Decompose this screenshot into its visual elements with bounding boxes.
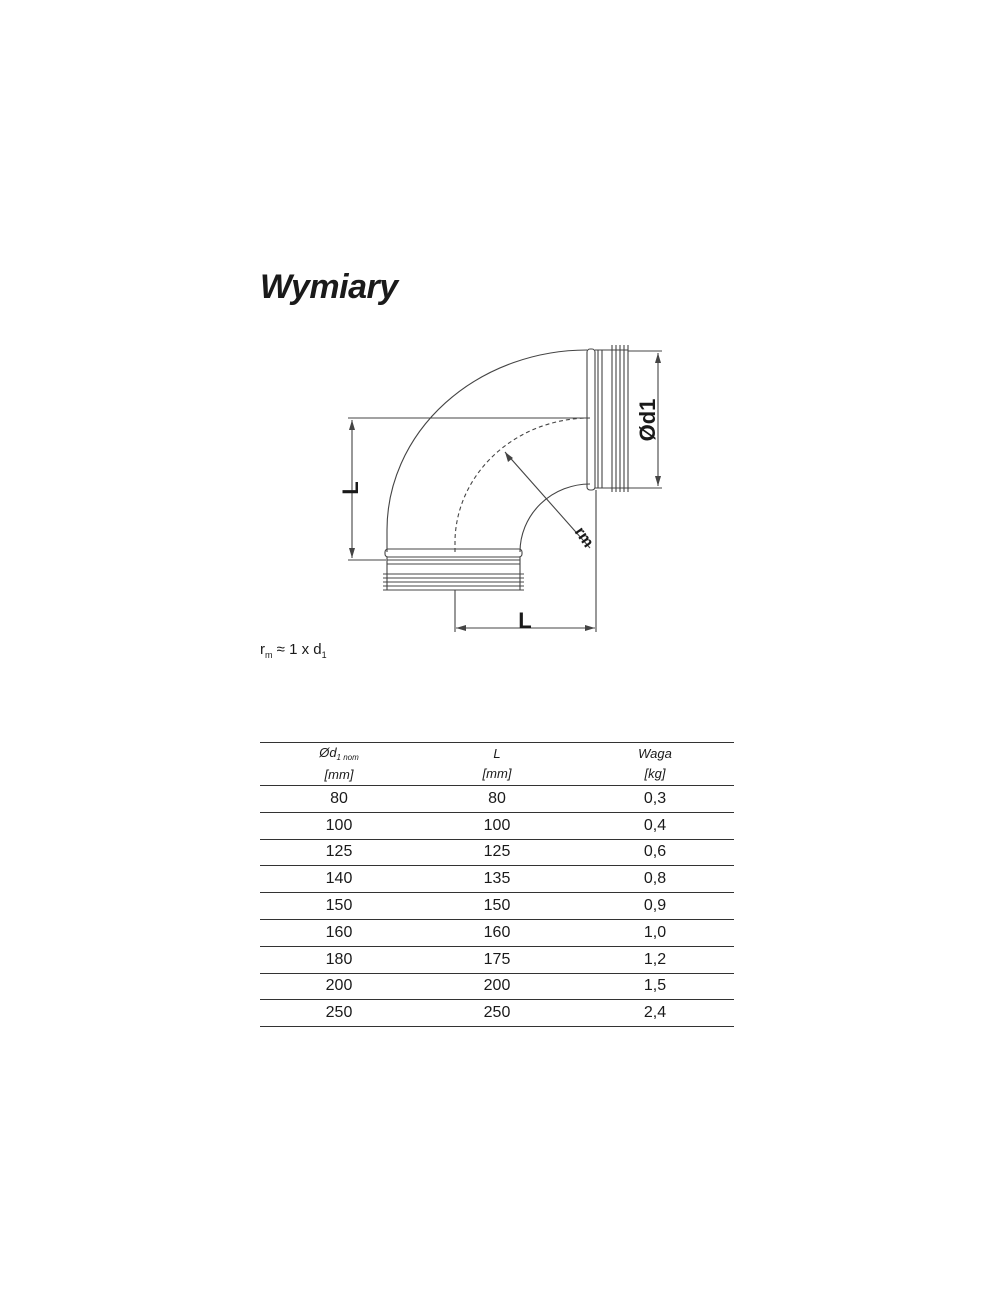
radius-formula: rm ≈ 1 x d1 [260,641,327,660]
table-cell: 160 [260,919,418,947]
inner-arc [519,483,591,553]
table-cell: 150 [418,892,576,920]
elbow-diagram: L L Ød1 rm [338,345,662,633]
label-L-vertical: L [338,481,363,494]
table-cell: 125 [260,839,418,867]
table-cell: 0,9 [576,892,734,920]
label-L-horizontal: L [518,608,531,633]
label-diameter: Ød1 [635,399,660,442]
table-cell: 200 [260,973,418,1001]
table-cell: 175 [418,946,576,974]
table-cell: 180 [260,946,418,974]
page-title: Wymiary [260,268,398,306]
table-cell: 0,3 [576,785,734,813]
centerline-arc [454,417,591,552]
right-collar [586,348,596,491]
table-cell: 125 [418,839,576,867]
outer-arc [386,349,588,552]
table-cell: 0,4 [576,812,734,840]
table-cell: 0,6 [576,839,734,867]
table-cell: 80 [260,785,418,813]
bottom-collar [384,548,523,558]
table-cell: 0,8 [576,865,734,894]
table-cell: 250 [260,999,418,1028]
header-diameter: Ød1 nom [mm] [260,742,418,786]
table-cell: 200 [418,973,576,1001]
table-cell: 1,5 [576,973,734,1001]
table-cell: 135 [418,865,576,894]
table-cell: 1,2 [576,946,734,974]
table-cell: 160 [418,919,576,947]
table-header-row: Ød1 nom [mm] L [mm] Waga [kg] [260,742,734,786]
label-radius: rm [571,524,597,551]
table-cell: 1,0 [576,919,734,947]
table-cell: 2,4 [576,999,734,1028]
header-weight: Waga [kg] [576,742,734,786]
table-cell: 100 [418,812,576,840]
header-length: L [mm] [418,742,576,786]
table-cell: 250 [418,999,576,1028]
table-cell: 140 [260,865,418,894]
table-cell: 80 [418,785,576,813]
table-cell: 150 [260,892,418,920]
table-cell: 100 [260,812,418,840]
